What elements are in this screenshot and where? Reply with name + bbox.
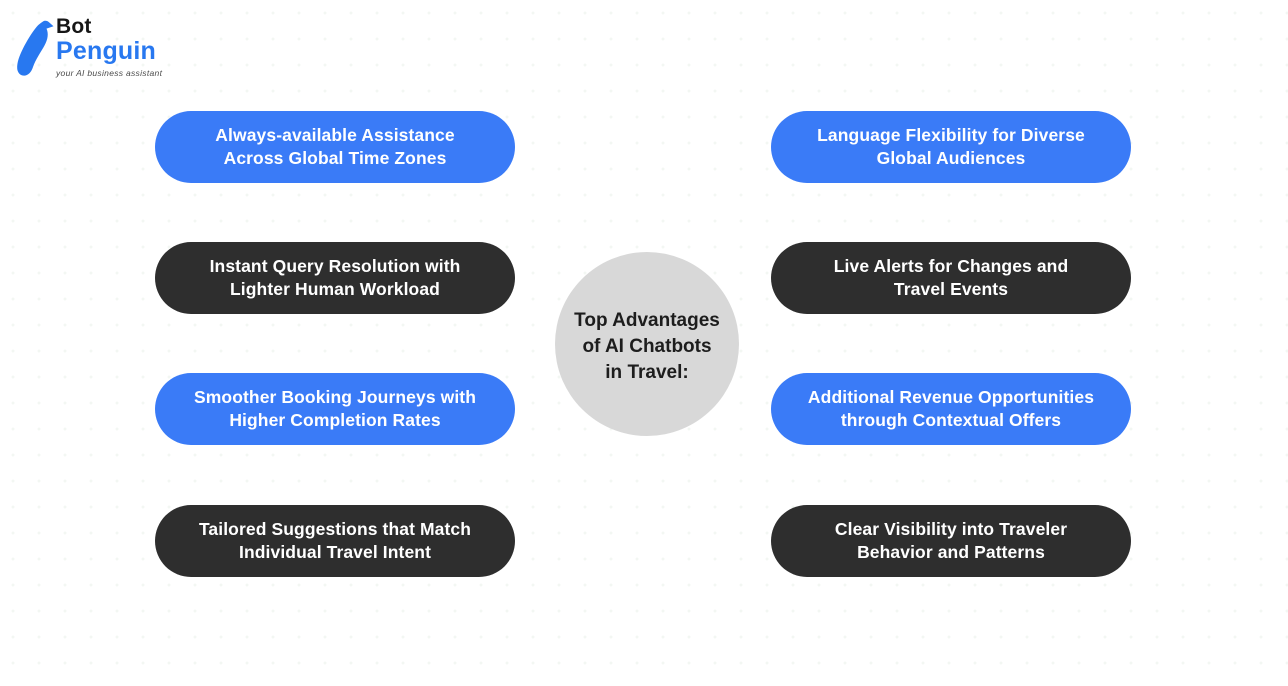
pill-line: Always-available Assistance [215,125,455,145]
logo-tagline: your AI business assistant [56,68,163,78]
pill-line: Tailored Suggestions that Match [198,519,472,539]
pill-line: Global Audiences [876,148,1026,168]
advantage-pill-additional-revenue: Additional Revenue Opportunities through… [771,373,1131,445]
pill-line: Across Global Time Zones [223,148,447,168]
center-title-line: of AI Chatbots [582,336,712,357]
pill-line: Additional Revenue Opportunities [807,387,1095,407]
pill-line: Travel Events [893,279,1009,299]
logo-text: Bot Penguin your AI business assistant [56,15,163,79]
pill-line: Instant Query Resolution with [209,256,461,276]
center-title-line: Top Advantages [574,310,720,331]
pill-line: Live Alerts for Changes and [833,256,1069,276]
pill-line: Clear Visibility into Traveler [834,519,1068,539]
pill-line: through Contextual Offers [840,410,1062,430]
pill-line: Behavior and Patterns [857,542,1045,562]
advantage-pill-language-flexibility: Language Flexibility for Diverse Global … [771,111,1131,183]
pill-line: Individual Travel Intent [238,542,432,562]
advantage-pill-smoother-booking: Smoother Booking Journeys with Higher Co… [155,373,515,445]
pill-line: Higher Completion Rates [229,410,441,430]
logo-bot-word: Bot [56,15,92,38]
advantage-pill-tailored-suggestions: Tailored Suggestions that Match Individu… [155,505,515,577]
pill-line: Lighter Human Workload [230,279,440,299]
advantage-pill-live-alerts: Live Alerts for Changes and Travel Event… [771,242,1131,314]
center-title-line: in Travel: [605,362,689,383]
pill-line: Smoother Booking Journeys with [193,387,477,407]
advantage-pill-always-available: Always-available Assistance Across Globa… [155,111,515,183]
advantage-pill-clear-visibility: Clear Visibility into Traveler Behavior … [771,505,1131,577]
penguin-icon [17,20,54,76]
center-title-circle: Top Advantages of AI Chatbots in Travel: [555,252,739,436]
logo-penguin-word: Penguin [56,37,157,65]
advantage-pill-instant-query: Instant Query Resolution with Lighter Hu… [155,242,515,314]
botpenguin-logo: Bot Penguin your AI business assistant [16,16,162,78]
pill-line: Language Flexibility for Diverse [817,125,1085,145]
